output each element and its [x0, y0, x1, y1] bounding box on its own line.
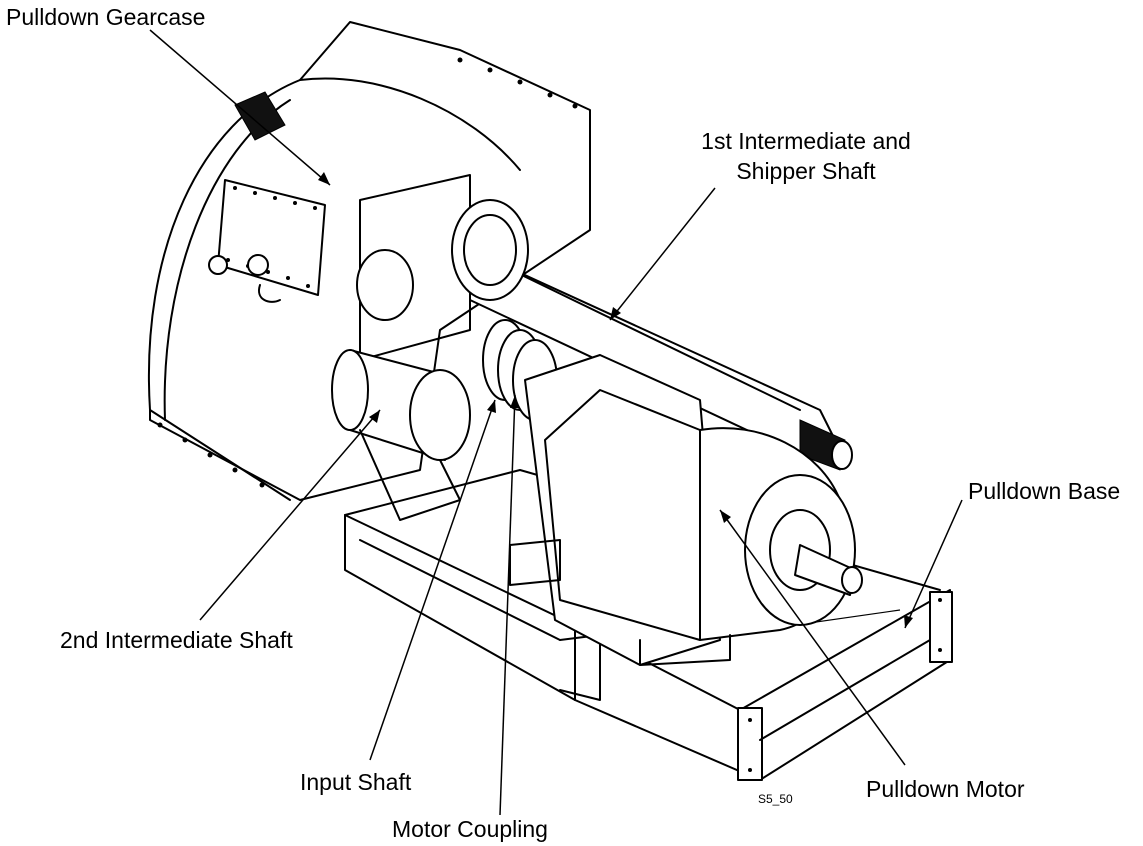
- leader-lines: [149, 29, 963, 816]
- label-pulldown-motor: Pulldown Motor: [866, 776, 1025, 802]
- label-input-shaft: Input Shaft: [300, 769, 412, 795]
- figure-id: S5_50: [758, 792, 793, 806]
- label-second-intermediate-shaft: 2nd Intermediate Shaft: [60, 627, 293, 653]
- label-motor-coupling: Motor Coupling: [392, 816, 548, 842]
- label-pulldown-base: Pulldown Base: [968, 478, 1121, 504]
- label-pulldown-gearcase: Pulldown Gearcase: [6, 4, 206, 30]
- pulldown-motor: [509, 354, 863, 666]
- label-first-intermediate-line1: 1st Intermediate and: [701, 128, 911, 154]
- first-intermediate-shaft: [451, 199, 853, 471]
- label-first-intermediate-line2: Shipper Shaft: [736, 158, 876, 184]
- second-intermediate-housing: [331, 349, 471, 521]
- pulldown-gearcase: [148, 21, 591, 501]
